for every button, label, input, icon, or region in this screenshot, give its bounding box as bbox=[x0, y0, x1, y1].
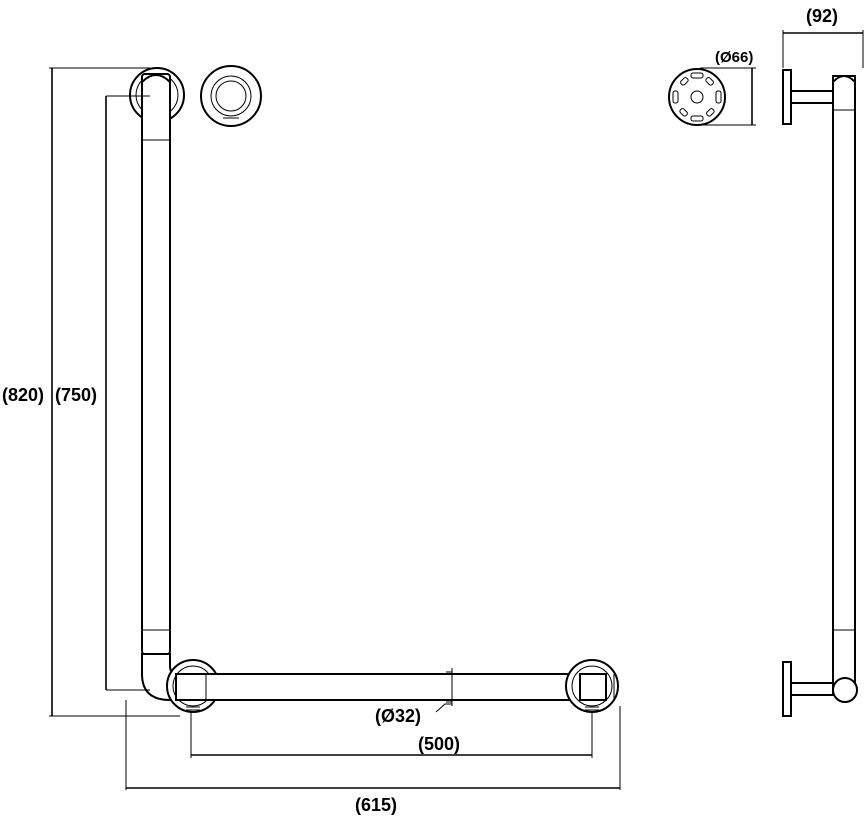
dim-tube-diameter-label: (Ø32) bbox=[375, 706, 421, 726]
dim-tube-diameter: (Ø32) bbox=[375, 668, 453, 726]
dim-vertical-length: (750) bbox=[55, 95, 150, 691]
dim-overall-height: (820) bbox=[2, 67, 180, 717]
dim-projection-label: (92) bbox=[806, 6, 838, 26]
dim-flange-diameter: (Ø66) bbox=[700, 49, 756, 126]
dim-overall-width: (615) bbox=[125, 700, 621, 815]
dim-overall-height-label: (820) bbox=[2, 385, 44, 405]
front-view bbox=[129, 67, 619, 713]
vertical-tube bbox=[141, 73, 171, 655]
flange-back-icon bbox=[668, 68, 726, 126]
flange-front-icon bbox=[200, 65, 262, 127]
dim-projection: (92) bbox=[782, 6, 864, 68]
dim-horizontal-length-label: (500) bbox=[418, 734, 460, 754]
dim-horizontal-length: (500) bbox=[190, 712, 593, 758]
side-view bbox=[782, 69, 858, 717]
dim-flange-diameter-label: (Ø66) bbox=[715, 49, 753, 66]
dim-vertical-length-label: (750) bbox=[55, 385, 97, 405]
horizontal-tube bbox=[175, 673, 607, 701]
dim-overall-width-label: (615) bbox=[355, 795, 397, 815]
